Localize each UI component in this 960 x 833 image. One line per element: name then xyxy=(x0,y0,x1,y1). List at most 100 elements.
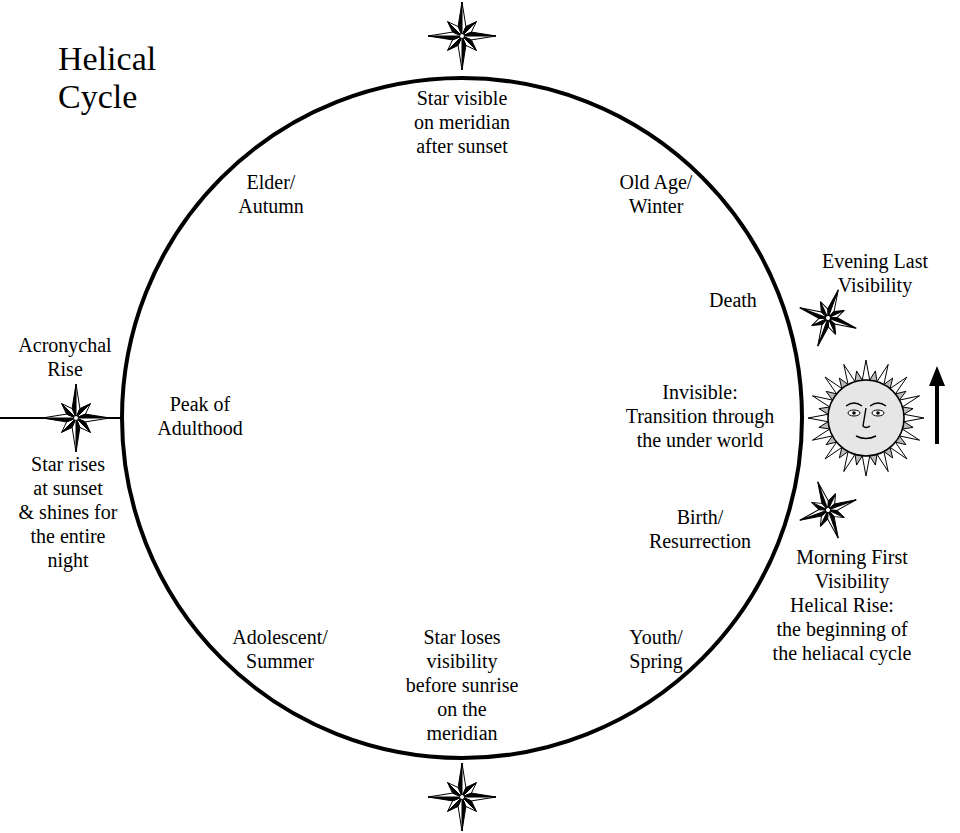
text-line: Adulthood xyxy=(157,416,243,440)
text-line: the entire xyxy=(19,524,118,548)
arrow-head xyxy=(929,366,945,386)
text-line: night xyxy=(19,548,118,572)
text-line: Rise xyxy=(18,357,111,381)
compass-star xyxy=(42,384,110,452)
star-point xyxy=(62,404,76,418)
cycle-label: Peak of Adulthood xyxy=(157,392,243,440)
text-line: visibility xyxy=(406,649,519,673)
text-line: at sunset xyxy=(19,476,118,500)
text-line: Death xyxy=(709,288,757,312)
sun-eye xyxy=(848,410,860,416)
text-line: Elder/ xyxy=(238,170,304,194)
star-point xyxy=(448,22,462,36)
compass-star xyxy=(790,472,867,549)
cycle-label: Helical Rise: the beginning of the helia… xyxy=(773,593,912,665)
text-line: after sunset xyxy=(414,134,510,158)
star-point xyxy=(428,36,462,40)
face-feature xyxy=(856,436,876,439)
text-line: Cycle xyxy=(58,78,156,116)
star-point xyxy=(816,302,832,318)
cycle-label: Adolescent/ Summer xyxy=(232,625,328,673)
rising-arrow xyxy=(935,382,939,444)
star-point xyxy=(42,418,76,422)
sun-ray xyxy=(862,456,869,476)
star-center xyxy=(825,315,831,321)
cycle-label: Invisible: Transition through the under … xyxy=(626,380,775,452)
text-line: Adolescent/ xyxy=(232,625,328,649)
text-line: the under world xyxy=(626,428,775,452)
text-line: Morning First xyxy=(796,545,908,569)
text-line: Star rises xyxy=(19,452,118,476)
cycle-label: Acronychal Rise xyxy=(18,333,111,381)
text-line: before sunrise xyxy=(406,673,519,697)
sun-eye xyxy=(872,410,884,416)
star-point xyxy=(448,22,462,36)
star-point xyxy=(462,32,496,36)
text-line: Birth/ xyxy=(649,505,751,529)
star-center xyxy=(460,795,465,800)
sun-pupil xyxy=(876,411,880,415)
text-line: Winter xyxy=(620,194,693,218)
text-line: Star visible xyxy=(414,86,510,110)
cycle-label: Evening Last Visibility xyxy=(822,249,928,297)
text-line: the heliacal cycle xyxy=(773,641,912,665)
text-line: Spring xyxy=(629,649,683,673)
text-line: Youth/ xyxy=(629,625,683,649)
text-line: Visibility xyxy=(796,569,908,593)
star-point xyxy=(448,783,462,797)
text-line: Transition through xyxy=(626,404,775,428)
sun-ray xyxy=(808,414,828,421)
sun-face xyxy=(828,380,904,456)
sun-pupil xyxy=(852,411,856,415)
compass-star xyxy=(428,2,496,70)
star-center xyxy=(74,416,79,421)
star-point xyxy=(448,783,462,797)
text-line: Helical Rise: xyxy=(773,593,912,617)
text-line: Old Age/ xyxy=(620,170,693,194)
text-line: Summer xyxy=(232,649,328,673)
star-point xyxy=(812,498,828,514)
star-point xyxy=(462,797,466,831)
sun-ray xyxy=(904,414,924,421)
star-point xyxy=(76,418,80,452)
cycle-label: Star visible on meridian after sunset xyxy=(414,86,510,158)
compass-star xyxy=(428,763,496,831)
star-point xyxy=(816,302,832,318)
text-line: on meridian xyxy=(414,110,510,134)
text-line: Invisible: xyxy=(626,380,775,404)
cycle-label: Star loses visibility before sunrise on … xyxy=(406,625,519,745)
text-line: Visibility xyxy=(822,273,928,297)
star-point xyxy=(812,498,828,514)
face-feature xyxy=(846,403,862,406)
text-line: Peak of xyxy=(157,392,243,416)
cycle-circle xyxy=(122,78,802,758)
star-point xyxy=(428,797,462,801)
star-point xyxy=(62,404,76,418)
face-feature xyxy=(870,403,886,406)
text-line: Resurrection xyxy=(649,529,751,553)
text-line: Star loses xyxy=(406,625,519,649)
face-feature xyxy=(863,408,870,428)
cycle-label: Old Age/ Winter xyxy=(620,170,693,218)
cycle-label: Youth/ Spring xyxy=(629,625,683,673)
text-line: Autumn xyxy=(238,194,304,218)
star-point xyxy=(462,793,496,797)
cycle-label: Morning First Visibility xyxy=(796,545,908,593)
text-line: meridian xyxy=(406,721,519,745)
text-line: Acronychal xyxy=(18,333,111,357)
text-line: the beginning of xyxy=(773,617,912,641)
sun-ray xyxy=(862,360,869,380)
text-line: on the xyxy=(406,697,519,721)
text-line: Evening Last xyxy=(822,249,928,273)
diagram-title: Helical Cycle xyxy=(58,40,156,116)
cycle-label: Birth/ Resurrection xyxy=(649,505,751,553)
cycle-label: Death xyxy=(709,288,757,312)
sun-figure xyxy=(808,360,924,476)
cycle-label: Elder/ Autumn xyxy=(238,170,304,218)
star-point xyxy=(462,36,466,70)
star-center xyxy=(460,34,465,39)
text-line: & shines for xyxy=(19,500,118,524)
star-center xyxy=(825,507,831,513)
cycle-label: Star rises at sunset & shines for the en… xyxy=(19,452,118,572)
